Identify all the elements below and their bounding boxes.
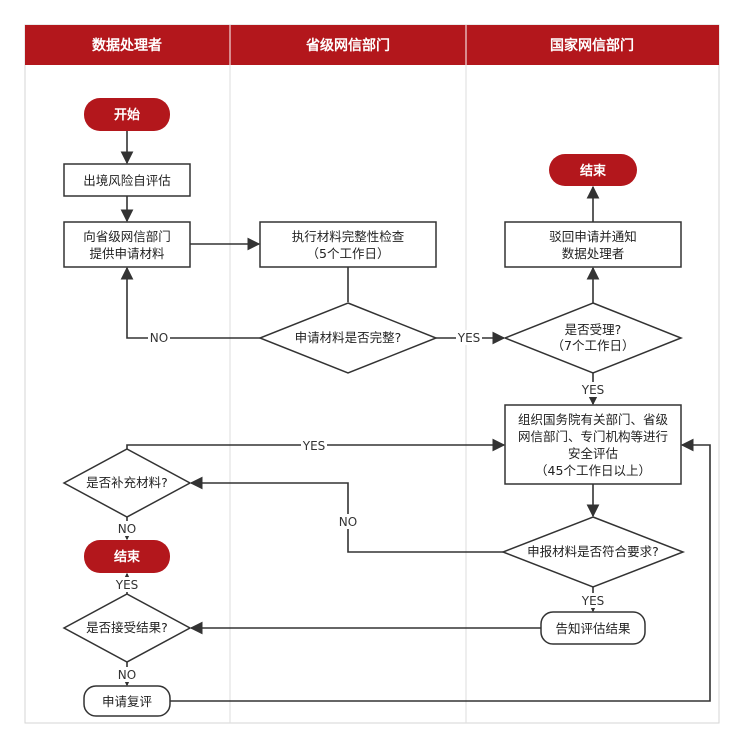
end-terminal-top [549,154,637,186]
label-yes-accept-result: YES [115,578,139,592]
start-label: 开始 [114,107,140,123]
edge-review-to-eval [170,438,711,702]
label-yes-complete: YES [457,331,481,345]
submit-materials-line2: 提供申请材料 [89,246,165,261]
complete-decision [257,302,439,374]
label-yes-meets: YES [581,594,605,608]
lane-header-data-handler: 数据处理者 [92,37,162,54]
accept-result-decision-label: 是否接受结果? [86,620,168,635]
security-evaluation-line4: （45个工作日以上） [535,463,651,478]
complete-decision-label: 申请材料是否完整? [295,330,402,345]
self-assessment-box [63,163,191,197]
self-assessment-label: 出境风险自评估 [83,173,171,188]
edge-complete-no [120,266,260,339]
edge-supplement-yes [126,438,506,452]
accept-decision-line2: （7个工作日） [552,338,635,353]
submit-materials-line1: 向省级网信部门 [83,229,171,244]
completeness-check-line2: （5个工作日） [307,246,390,261]
label-no-requirements: NO [339,515,357,529]
requirements-decision-label: 申报材料是否符合要求? [527,544,659,559]
label-no-supplement: NO [118,522,136,536]
end-left-label: 结束 [114,549,141,565]
lane-header-national: 国家网信部门 [550,37,634,54]
request-review-label: 申请复评 [102,694,152,709]
start-terminal [84,98,170,131]
reject-notify-line2: 数据处理者 [562,246,625,261]
label-no-accept-result: NO [118,668,136,682]
notify-result-label: 告知评估结果 [555,621,631,636]
end-top-label: 结束 [580,163,607,179]
end-terminal-left [84,540,170,573]
completeness-check-line1: 执行材料完整性检查 [292,229,405,244]
header-bar [25,25,719,65]
accept-decision-line1: 是否受理? [565,322,622,337]
supplement-decision-label: 是否补充材料? [86,475,168,490]
reject-notify-line1: 驳回申请并通知 [549,229,637,244]
security-evaluation-line3: 安全评估 [568,446,618,461]
reject-notify-box [504,221,682,268]
label-yes-accepted: YES [581,383,605,397]
label-yes-supplement: YES [302,439,326,453]
label-no-incomplete: NO [150,331,168,345]
security-evaluation-line1: 组织国务院有关部门、省级 [518,412,669,427]
lane-header-provincial: 省级网信部门 [305,37,390,54]
security-evaluation-line2: 网信部门、专门机构等进行 [518,429,668,444]
